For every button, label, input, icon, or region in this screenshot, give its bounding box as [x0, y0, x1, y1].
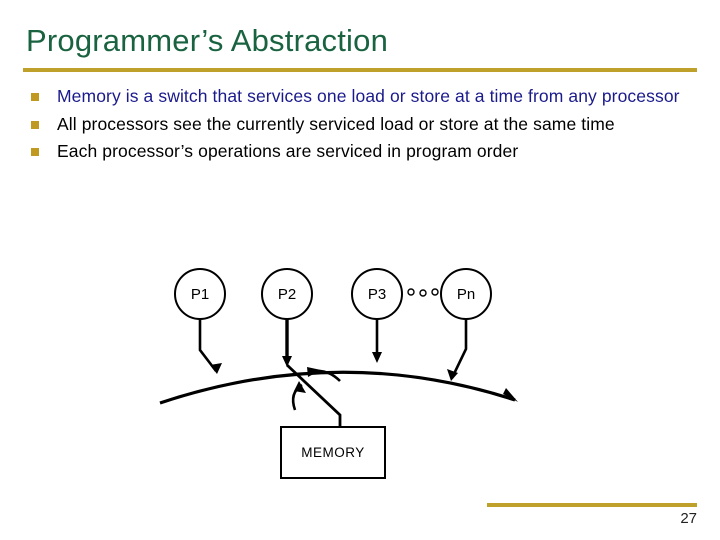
processor-label-p1: P1: [191, 286, 209, 303]
processor-nodes: [174, 268, 492, 320]
processor-circle-p1: [174, 268, 226, 320]
footer-divider: [487, 503, 697, 507]
arc-end-arrowhead: [503, 388, 518, 402]
switch-arm: [286, 363, 342, 427]
rotation-arrowhead-left: [307, 367, 321, 377]
memory-switch-diagram: P1 P2 P3 Pn MEMORY: [159, 268, 518, 479]
connector-line-pn: [450, 319, 468, 379]
square-bullet-icon: [31, 93, 39, 101]
processor-label-pn: Pn: [457, 286, 475, 303]
processor-circle-p2: [261, 268, 313, 320]
rotation-arrowhead-up: [294, 381, 306, 393]
square-bullet-icon: [31, 120, 39, 129]
arrowhead-p2: [282, 356, 292, 367]
connector-line-p1: [198, 319, 218, 372]
page-number: 27: [680, 510, 697, 527]
title-divider: [23, 68, 697, 72]
memory-box-label: MEMORY: [301, 445, 365, 460]
list-item-label: All processors see the currently service…: [57, 113, 615, 134]
bullet-list: Memory is a switch that services one loa…: [23, 84, 699, 167]
processor-label-p2: P2: [278, 286, 296, 303]
processor-label-p3: P3: [368, 286, 386, 303]
list-item: Memory is a switch that services one loa…: [23, 84, 699, 109]
switch-arc: [159, 370, 516, 405]
list-item-label: Memory is a switch that services one loa…: [57, 86, 680, 106]
memory-box: [280, 426, 386, 479]
processor-circle-pn: [440, 268, 492, 320]
processor-circle-p3: [351, 268, 403, 320]
list-item: Each processor’s operations are serviced…: [23, 139, 699, 164]
ellipsis-dots-icon: [407, 288, 439, 297]
connector-arrowheads: [210, 352, 458, 381]
arrowhead-p1: [210, 363, 222, 374]
square-bullet-icon: [31, 148, 39, 156]
list-item-label: Each processor’s operations are serviced…: [57, 141, 519, 161]
list-item: All processors see the currently service…: [23, 112, 699, 137]
arrowhead-pn: [447, 369, 458, 381]
page-title: Programmer’s Abstraction: [26, 23, 389, 58]
arrowhead-p3: [372, 352, 382, 363]
